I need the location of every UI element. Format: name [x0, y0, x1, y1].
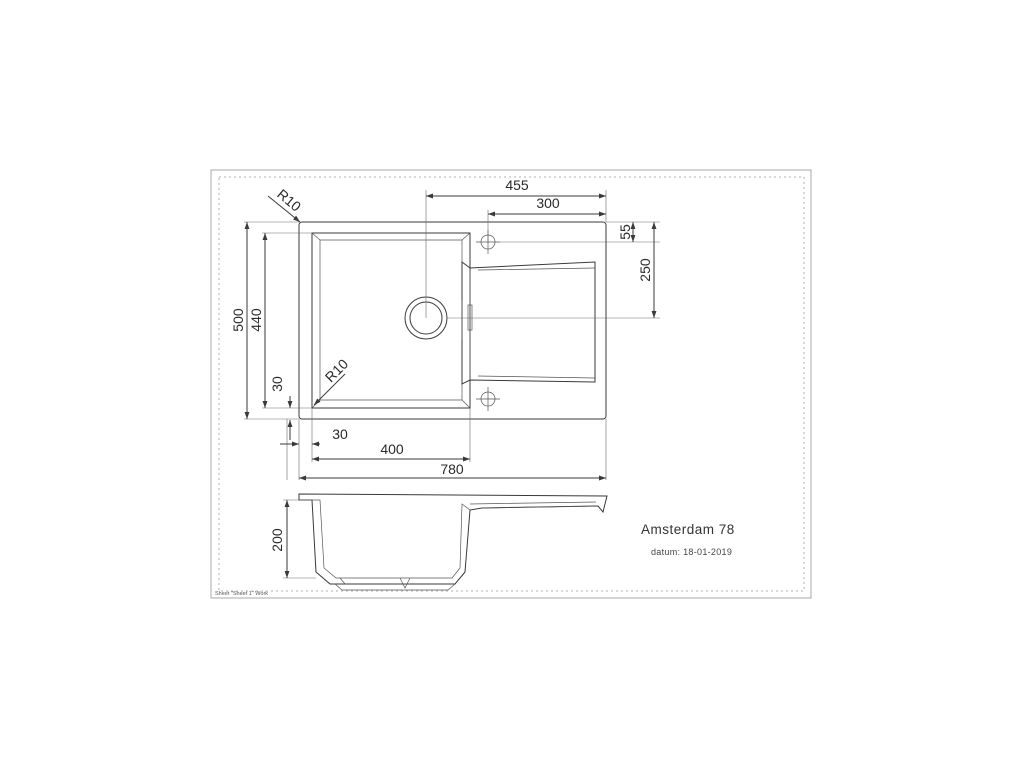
sheet-label: Sheet "Sheet 1" Work [215, 591, 268, 597]
bowl-bevel [311, 232, 471, 409]
dim-bowl-height: 200 [269, 528, 285, 552]
side-profile-outer [298, 493, 608, 585]
sheet-dashed-frame [218, 176, 805, 592]
dim-radius-inner: R10 [322, 356, 352, 386]
sheet-border [210, 169, 812, 599]
side-view: 200 [269, 493, 608, 591]
top-view: 455 300 55 250 500 440 30 30 400 780 R10… [230, 177, 660, 481]
dim-depth-total: 500 [230, 308, 246, 332]
dim-bowl-width: 400 [380, 441, 404, 457]
dim-width-total: 780 [440, 461, 464, 477]
tap-hole-bottom [476, 387, 500, 411]
dim-offset-left: 30 [332, 426, 348, 442]
dim-drain-offset: 455 [505, 177, 529, 193]
sink-outline [298, 221, 607, 420]
dim-offset-bottom: 30 [269, 376, 285, 392]
dim-tap-top: 55 [617, 224, 633, 240]
dim-bowl-depth: 440 [248, 308, 264, 332]
drainboard-outline [461, 261, 596, 385]
drainboard-grooves [469, 267, 596, 380]
side-profile-inner [312, 499, 471, 579]
dim-tap-spacing: 250 [637, 258, 653, 282]
dim-tap-offset: 300 [536, 195, 560, 211]
product-title: Amsterdam 78 [641, 522, 735, 537]
product-date: datum: 18-01-2019 [651, 547, 732, 557]
overflow-icon [467, 304, 473, 331]
dim-radius-outer: R10 [274, 186, 304, 215]
side-profile-detail [339, 501, 599, 589]
side-profile-base [334, 583, 456, 591]
